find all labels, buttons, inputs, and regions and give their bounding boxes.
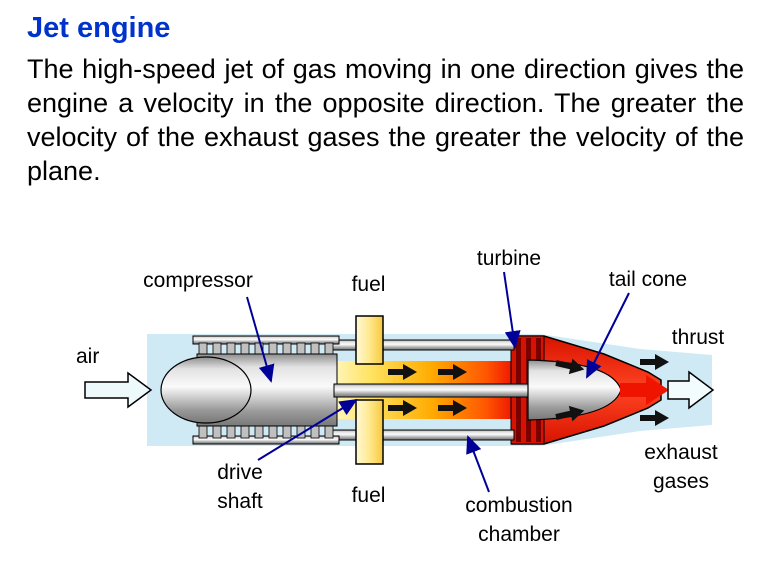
label-exhaust-gases: exhaust gases [644, 441, 718, 493]
air-intake-arrow [84, 371, 153, 409]
pointer-compressor [246, 296, 275, 383]
label-thrust: thrust [671, 326, 725, 349]
pointer-drive-shaft [257, 398, 358, 461]
label-drive-shaft: drive shaft [217, 461, 263, 513]
spinner-nose [160, 356, 252, 424]
label-combustion-chamber: combustion chamber [465, 494, 573, 546]
label-tail-cone: tail cone [608, 268, 688, 291]
thrust-arrow-red [620, 375, 669, 405]
label-compressor: compressor [143, 269, 253, 292]
drive-shaft-part [333, 383, 535, 398]
fuel-pipe-bottom [355, 399, 384, 465]
pointer-tail-cone [586, 292, 630, 379]
page-title: Jet engine [27, 12, 171, 44]
combustion-duct-top [332, 361, 514, 384]
label-air: air [76, 345, 100, 368]
fuel-pipe-top [355, 315, 384, 365]
pointer-combustion-chamber [466, 435, 490, 493]
label-fuel-bottom: fuel [351, 484, 386, 507]
label-fuel-top: fuel [351, 273, 386, 296]
compressor-blades-bottom [198, 424, 334, 439]
bypass-ducts [332, 350, 514, 430]
pointer-arrows [246, 271, 630, 493]
compressor-blades-top [198, 342, 334, 357]
label-turbine: turbine [476, 247, 542, 270]
thrust-arrows [620, 370, 715, 410]
pointer-turbine [503, 271, 521, 349]
description-text: The high-speed jet of gas moving in one … [27, 54, 744, 186]
thrust-arrow-outline [667, 370, 715, 410]
